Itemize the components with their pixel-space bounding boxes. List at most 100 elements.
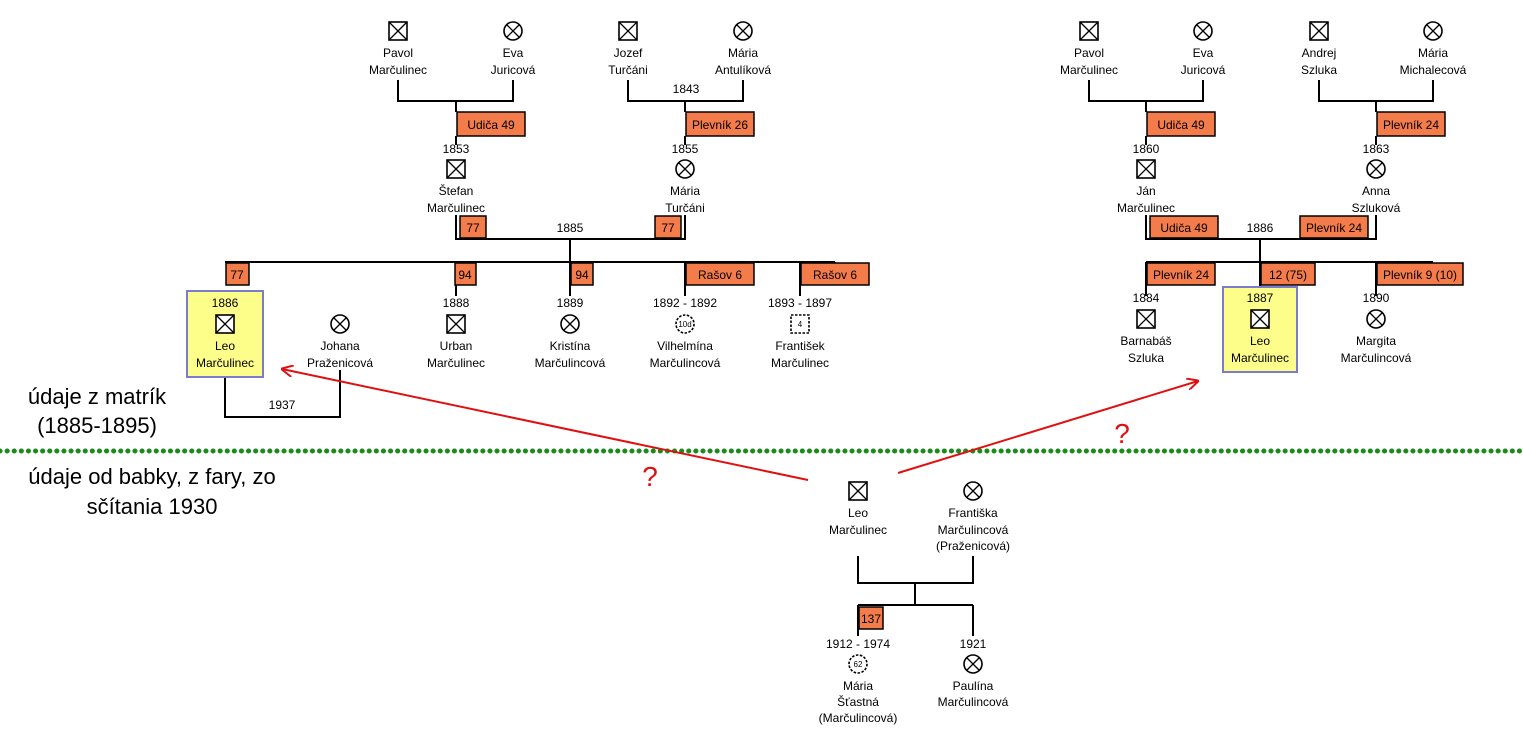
bottom-child-maria: 1912 - 1974 62 Mária Šťastná (Marčulinco… bbox=[819, 637, 898, 725]
house-label: Plevník 24 bbox=[1153, 268, 1209, 282]
right-paternal-grandfather: Pavol Marčulinec bbox=[1060, 21, 1118, 77]
left-maternal-grandmother: Mária Antulíková bbox=[715, 21, 771, 77]
person-last-name: Praženicová bbox=[307, 356, 373, 370]
left-spouse-johana: Johana Praženicová bbox=[307, 314, 373, 370]
upper-source-label-line1: údaje z matrík bbox=[28, 384, 167, 409]
house-box: 137 bbox=[858, 606, 884, 630]
person-first-name: Margita bbox=[1356, 334, 1396, 348]
person-last-name: Michalecová bbox=[1400, 63, 1467, 77]
person-last-name: Marčulincová bbox=[1341, 351, 1412, 365]
person-last-name: Marčulinec bbox=[369, 63, 427, 77]
life-years: 1893 - 1897 bbox=[768, 296, 832, 310]
bottom-tree-lines bbox=[857, 556, 974, 636]
person-last-name: Marčulinec bbox=[1231, 351, 1289, 365]
upper-source-label-line2: (1885-1895) bbox=[37, 413, 157, 438]
house-box: 77 bbox=[459, 215, 487, 239]
question-mark-right: ? bbox=[1114, 418, 1130, 449]
birth-year: 1863 bbox=[1363, 142, 1390, 156]
house-label: Udiča 49 bbox=[1160, 221, 1208, 235]
person-last-name: Marčulinec bbox=[427, 201, 485, 215]
person-first-name: Johana bbox=[320, 339, 360, 353]
bottom-child-paulina: 1921 Paulína Marčulincová bbox=[938, 637, 1009, 709]
person-first-name: Eva bbox=[1193, 46, 1214, 60]
age-at-death: 4 bbox=[798, 320, 803, 329]
house-box: 12 (75) bbox=[1260, 262, 1316, 286]
person-last-name: Szluka bbox=[1301, 63, 1337, 77]
person-last-name: Szluka bbox=[1128, 351, 1164, 365]
person-last-name: Marčulinec bbox=[196, 356, 254, 370]
house-box: Rašov 6 bbox=[800, 262, 870, 286]
bottom-tree: Leo Marčulinec Františka Marčulincová (P… bbox=[819, 481, 1010, 725]
house-box: Plevník 24 bbox=[1146, 262, 1216, 286]
left-paternal-grandmother: Eva Juricová bbox=[491, 21, 536, 77]
person-last-name: Marčulinec bbox=[427, 356, 485, 370]
left-child-vilhelmina: 1892 - 1892 10d Vilhelmína Marčulincová bbox=[650, 296, 721, 370]
person-first-name: Leo bbox=[848, 506, 868, 520]
house-box: Udiča 49 bbox=[1149, 215, 1219, 239]
person-first-name: Mária bbox=[728, 46, 758, 60]
house-box: Plevník 24 bbox=[1299, 215, 1369, 239]
birth-year: 1889 bbox=[557, 296, 584, 310]
right-paternal-grandmother: Eva Juricová bbox=[1181, 21, 1226, 77]
house-label: Rašov 6 bbox=[813, 268, 857, 282]
person-first-name: Františka bbox=[948, 506, 998, 520]
house-label: Plevník 26 bbox=[692, 118, 748, 132]
life-years: 1892 - 1892 bbox=[653, 296, 717, 310]
person-first-name: Leo bbox=[215, 339, 235, 353]
house-label: 77 bbox=[661, 221, 675, 235]
person-first-name: Mária bbox=[843, 679, 873, 693]
left-mother: 1855 Mária Turčáni bbox=[665, 142, 705, 215]
person-last-name: Marčulincová bbox=[650, 356, 721, 370]
person-first-name: Ján bbox=[1136, 184, 1155, 198]
birth-year: 1886 bbox=[212, 296, 239, 310]
birth-year: 1887 bbox=[1247, 291, 1274, 305]
right-mother-anna: 1863 Anna Szluková bbox=[1352, 142, 1401, 215]
house-box: Rašov 6 bbox=[685, 262, 755, 286]
house-label: Rašov 6 bbox=[698, 268, 742, 282]
life-years: 1912 - 1974 bbox=[826, 637, 890, 651]
marriage-year: 1937 bbox=[269, 398, 296, 412]
house-box: Udiča 49 bbox=[1146, 111, 1216, 137]
person-first-name: Kristína bbox=[550, 339, 591, 353]
house-label: 77 bbox=[230, 268, 244, 282]
left-tree: Pavol Marčulinec Eva Juricová Jozef Turč… bbox=[186, 21, 870, 418]
house-label: 94 bbox=[458, 268, 472, 282]
house-label: Udiča 49 bbox=[1157, 118, 1205, 132]
left-paternal-grandfather: Pavol Marčulinec bbox=[369, 21, 427, 77]
person-maiden-name: (Praženicová) bbox=[936, 539, 1010, 553]
house-label: 12 (75) bbox=[1269, 268, 1307, 282]
right-child-barnabas: 1884 Barnabáš Szluka bbox=[1120, 291, 1171, 365]
house-box: 94 bbox=[570, 262, 594, 286]
person-last-name: Turčáni bbox=[665, 201, 705, 215]
person-first-name: Jozef bbox=[614, 46, 643, 60]
house-box: Udiča 49 bbox=[456, 111, 526, 137]
bottom-father-leo: Leo Marčulinec bbox=[829, 481, 887, 537]
house-label: 137 bbox=[861, 612, 881, 626]
house-box: Plevník 26 bbox=[685, 111, 755, 137]
birth-year: 1855 bbox=[672, 142, 699, 156]
left-maternal-grandfather: Jozef Turčáni bbox=[608, 21, 648, 77]
house-box: 77 bbox=[225, 262, 250, 286]
highlighted-person-leo-1886: 1886 Leo Marčulinec bbox=[186, 290, 264, 378]
house-box: 77 bbox=[654, 215, 682, 239]
birth-year: 1921 bbox=[960, 637, 987, 651]
right-child-margita: 1890 Margita Marčulincová bbox=[1341, 291, 1412, 365]
right-tree-lines bbox=[1088, 80, 1434, 296]
house-box: Plevník 24 bbox=[1376, 111, 1446, 137]
house-label: Plevník 24 bbox=[1383, 118, 1439, 132]
right-maternal-grandmother: Mária Michalecová bbox=[1400, 21, 1467, 77]
person-last-name: Szluková bbox=[1352, 201, 1401, 215]
marriage-year: 1886 bbox=[1247, 221, 1274, 235]
house-box: 94 bbox=[454, 262, 477, 286]
house-box: Plevník 9 (10) bbox=[1376, 262, 1464, 286]
person-last-name: Šťastná bbox=[837, 694, 879, 709]
person-last-name: Juricová bbox=[1181, 63, 1226, 77]
person-last-name: Marčulinec bbox=[1060, 63, 1118, 77]
person-first-name: Barnabáš bbox=[1120, 334, 1171, 348]
person-first-name: Leo bbox=[1250, 334, 1270, 348]
person-last-name: Turčáni bbox=[608, 63, 648, 77]
marriage-year: 1885 bbox=[557, 221, 584, 235]
right-father-jan: 1860 Ján Marčulinec bbox=[1117, 142, 1175, 215]
